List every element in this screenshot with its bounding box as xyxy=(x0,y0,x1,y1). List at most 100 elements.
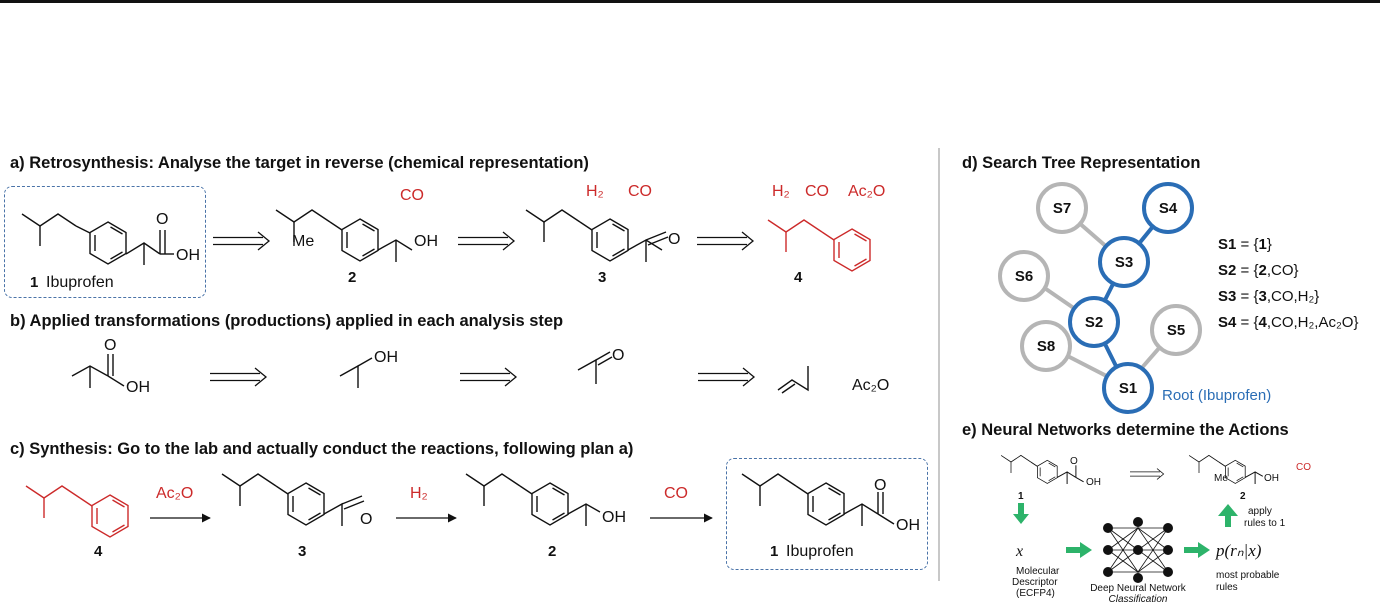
nn-descriptor-line1: Molecular xyxy=(1016,566,1060,577)
rule-ketone: O xyxy=(577,347,624,384)
rule-propene xyxy=(777,366,809,394)
svg-text:S7: S7 xyxy=(1053,200,1071,217)
compound-2-a: OH Me CO 2 xyxy=(275,187,438,286)
compound-number-2: 2 xyxy=(348,269,356,286)
nn-descriptor-line3: (ECFP4) xyxy=(1016,588,1055,599)
compound-number-1: 1 xyxy=(30,274,38,291)
svg-text:S5: S5 xyxy=(1167,322,1185,339)
compound-3-a: O H₂ CO 3 xyxy=(525,183,680,286)
nn-descriptor-line2: Descriptor xyxy=(1012,577,1058,588)
state-s2: S2 = {2,CO} xyxy=(1218,262,1299,279)
atom-oh: OH xyxy=(896,517,920,534)
rule-arrow-1 xyxy=(209,367,267,387)
nn-compound2-mini xyxy=(1188,455,1264,485)
tree-node-s5: S5 xyxy=(1150,304,1202,356)
reagent-co-s3: CO xyxy=(628,183,652,200)
reagent-ac2o-s4: Ac₂O xyxy=(848,183,885,200)
compound-number-1-c: 1 xyxy=(770,543,778,560)
atom-o: O xyxy=(874,477,886,494)
section-d-title: d) Search Tree Representation xyxy=(962,154,1201,172)
section-c-title: c) Synthesis: Go to the lab and actually… xyxy=(10,440,634,458)
mini-atom-o: O xyxy=(1070,456,1078,467)
compound-number-4-c: 4 xyxy=(94,543,103,560)
tree-node-s6: S6 xyxy=(998,250,1050,302)
tree-node-s2: S2 xyxy=(1068,296,1120,348)
svg-text:S2: S2 xyxy=(1085,314,1103,331)
mini-atom-oh: OH xyxy=(1086,477,1101,488)
compound-4-c: 4 xyxy=(25,485,129,560)
atom-me: Me xyxy=(292,233,314,250)
top-rule xyxy=(0,0,1380,3)
section-e-title: e) Neural Networks determine the Actions xyxy=(962,421,1289,439)
mini-number-2: 2 xyxy=(1240,491,1246,502)
nn-x-variable: x xyxy=(1015,543,1023,560)
atom-oh: OH xyxy=(126,379,150,396)
svg-text:S6: S6 xyxy=(1015,268,1033,285)
root-label: Root (Ibuprofen) xyxy=(1162,387,1271,404)
atom-oh: OH xyxy=(176,247,200,264)
step-reagent-h2: H₂ xyxy=(410,485,428,502)
compound-1-ibuprofen-a: O OH 1 Ibuprofen xyxy=(21,211,200,291)
nn-network-label: Deep Neural Network xyxy=(1090,583,1187,594)
nn-network-graph xyxy=(1103,517,1173,583)
tree-node-s4: S4 xyxy=(1142,182,1194,234)
ibuprofen-product-box xyxy=(726,458,928,570)
tree-node-s8: S8 xyxy=(1020,320,1072,372)
nn-right-arrow-2 xyxy=(1184,542,1210,558)
state-s4: S4 = {4,CO,H₂,Ac₂O} xyxy=(1218,314,1359,331)
atom-o: O xyxy=(360,511,372,528)
rule-carboxylic-acid: O OH xyxy=(71,337,150,396)
nn-retro-arrow xyxy=(1129,468,1164,480)
compound-name-ibuprofen-c: Ibuprofen xyxy=(786,543,854,560)
atom-oh: OH xyxy=(602,509,626,526)
compound-number-3: 3 xyxy=(598,269,606,286)
nn-probability: p(rₙ|x) xyxy=(1215,541,1262,560)
retro-arrow-2 xyxy=(457,231,515,251)
compound-number-2-c: 2 xyxy=(548,543,556,560)
atom-o: O xyxy=(156,211,168,228)
atom-oh: OH xyxy=(374,349,398,366)
reagent-h2-s4: H₂ xyxy=(772,183,790,200)
compound-number-3-c: 3 xyxy=(298,543,306,560)
state-s1: S1 = {1} xyxy=(1218,236,1272,253)
nn-right-arrow-1 xyxy=(1066,542,1092,558)
nn-up-arrow xyxy=(1218,504,1238,527)
atom-o: O xyxy=(612,347,624,364)
retro-arrow-1 xyxy=(212,231,270,251)
nn-down-arrow xyxy=(1013,503,1029,524)
tree-node-s7: S7 xyxy=(1036,182,1088,234)
nn-apply-line1: apply xyxy=(1248,506,1272,517)
rule-arrow-3 xyxy=(697,367,755,387)
atom-o: O xyxy=(668,231,680,248)
svg-text:S1: S1 xyxy=(1119,380,1137,397)
mini-reagent-co: CO xyxy=(1296,462,1311,473)
compound-2-c: OH 2 xyxy=(465,473,626,560)
section-b-title: b) Applied transformations (productions)… xyxy=(10,312,564,330)
svg-text:S4: S4 xyxy=(1159,200,1178,217)
nn-apply-line2: rules to 1 xyxy=(1244,518,1286,529)
section-a-title: a) Retrosynthesis: Analyse the target in… xyxy=(10,154,589,172)
nn-prob-caption-1: most probable xyxy=(1216,570,1280,581)
compound-number-4: 4 xyxy=(794,269,803,286)
reagent-h2-s3: H₂ xyxy=(586,183,604,200)
svg-text:S3: S3 xyxy=(1115,254,1133,271)
step-reagent-co: CO xyxy=(664,485,688,502)
rule-arrow-2 xyxy=(459,367,517,387)
compound-1-ibuprofen-c: O OH 1 Ibuprofen xyxy=(741,473,920,560)
reagent-co-s4: CO xyxy=(805,183,829,200)
nn-prob-caption-2: rules xyxy=(1216,582,1238,593)
svg-text:S8: S8 xyxy=(1037,338,1055,355)
rule-reagent-ac2o: Ac₂O xyxy=(852,377,889,394)
nn-ibuprofen-mini xyxy=(1000,455,1084,485)
rule-secondary-alcohol: OH xyxy=(339,349,398,388)
step-reagent-ac2o: Ac₂O xyxy=(156,485,193,502)
retro-arrow-3 xyxy=(696,231,754,251)
tree-node-s3: S3 xyxy=(1098,236,1150,288)
reagent-co-s2: CO xyxy=(400,187,424,204)
atom-oh: OH xyxy=(414,233,438,250)
panel-divider xyxy=(938,148,940,581)
ibuprofen-target-box xyxy=(4,186,206,298)
compound-3-c: O 3 xyxy=(221,473,372,560)
mini-number-1: 1 xyxy=(1018,491,1024,502)
state-s3: S3 = {3,CO,H₂} xyxy=(1218,288,1320,305)
